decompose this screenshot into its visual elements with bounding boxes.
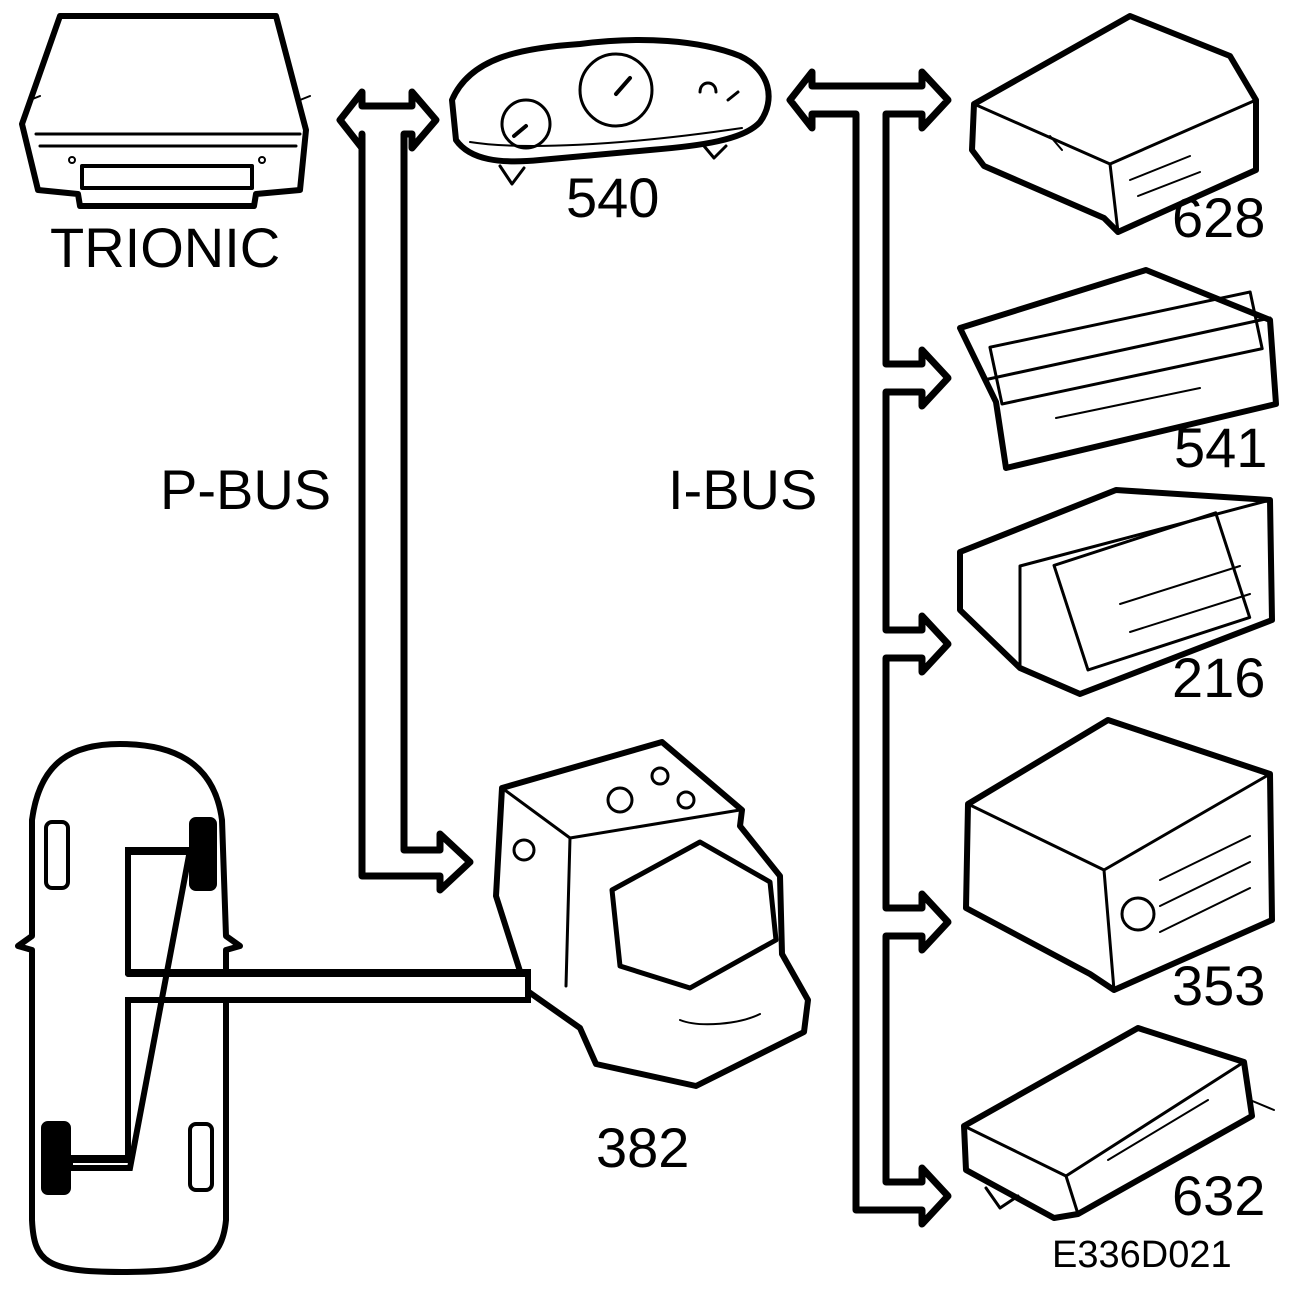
module-632-label: 632 (1172, 1164, 1266, 1227)
module-353-label: 353 (1172, 954, 1266, 1017)
module-628-label: 628 (1172, 186, 1266, 249)
p-bus-line (336, 88, 474, 894)
trionic-ecu-icon (19, 13, 311, 209)
figure-reference-label: E336D021 (1052, 1234, 1232, 1276)
module-382-label: 382 (596, 1116, 690, 1179)
wheel-sensor-wiring (67, 847, 531, 1171)
module-541-icon (957, 267, 1279, 471)
module-216-icon (957, 487, 1275, 697)
i-bus-line (786, 68, 952, 1228)
abs-unit-icon (493, 739, 811, 1089)
module-632-icon (961, 1025, 1275, 1221)
module-628-icon (969, 13, 1259, 235)
module-540-label: 540 (566, 166, 660, 229)
module-353-icon (963, 717, 1275, 993)
trionic-label: TRIONIC (50, 216, 281, 279)
i-bus-label: I-BUS (668, 458, 818, 521)
module-541-label: 541 (1174, 416, 1268, 479)
p-bus-label: P-BUS (160, 458, 332, 521)
instrument-cluster-icon (449, 37, 772, 186)
module-216-label: 216 (1172, 646, 1266, 709)
